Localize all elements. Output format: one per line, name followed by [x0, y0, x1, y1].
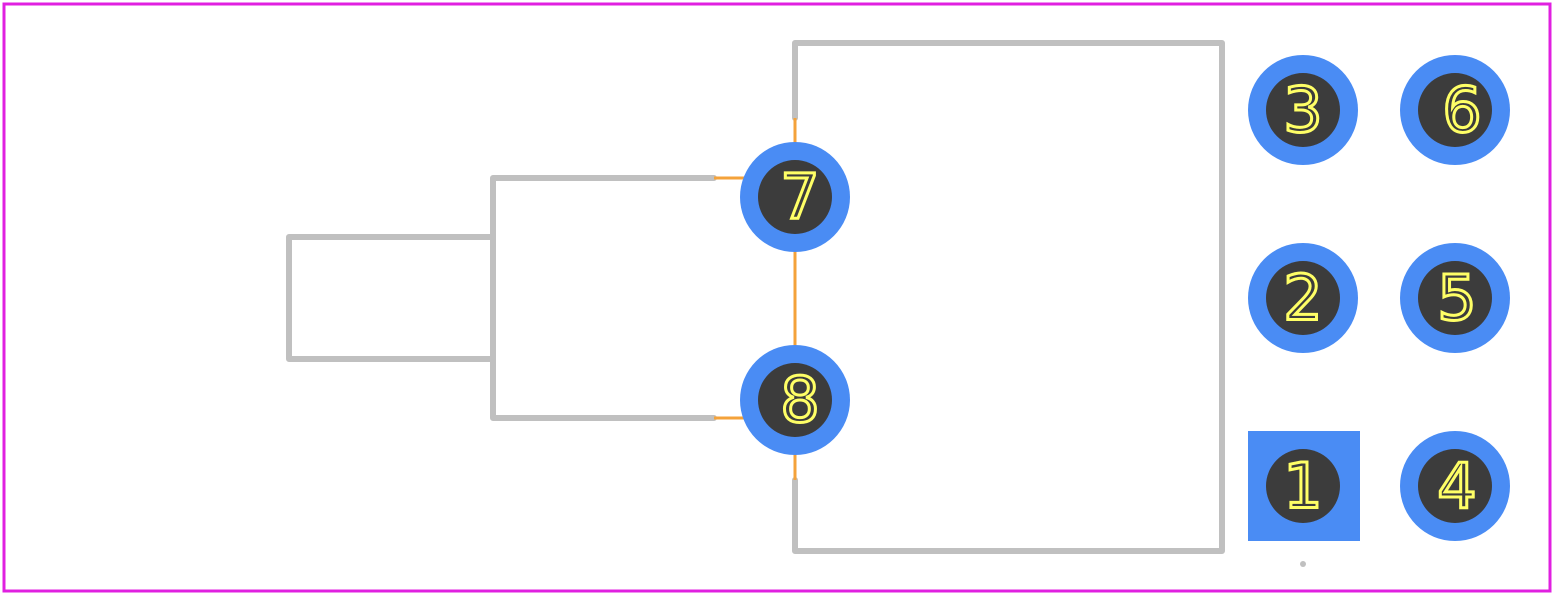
pad-3: 3: [1248, 55, 1358, 165]
pad-6-label: 6: [1442, 74, 1481, 147]
pad-2: 2: [1248, 243, 1358, 353]
pad-4: 4: [1400, 431, 1510, 541]
pad-6: 6: [1400, 55, 1510, 165]
pad-4-label: 4: [1437, 450, 1476, 523]
toggle-stub-outline: [286, 234, 496, 362]
pad-5: 5: [1400, 243, 1510, 353]
pad-1-label: 1: [1283, 450, 1322, 523]
pad-6-hole: [1418, 73, 1492, 147]
pad-3-hole: [1266, 73, 1340, 147]
lever-bracket-outline: [490, 175, 717, 421]
pad-1: 1: [1248, 431, 1360, 541]
component-outline: [286, 40, 1225, 554]
pin-1-marker-dot: [1300, 561, 1306, 567]
pad-5-hole: [1418, 261, 1492, 335]
pad-7-label: 7: [780, 161, 819, 234]
pad-8: 8: [740, 345, 850, 455]
pad-7-hole: [758, 160, 832, 234]
pad-5-label: 5: [1437, 262, 1476, 335]
copper-traces: [714, 118, 797, 480]
pad-7: 7: [740, 142, 850, 252]
pad-3-label: 3: [1283, 74, 1322, 147]
pad-8-label: 8: [780, 364, 819, 437]
pad-8-hole: [758, 363, 832, 437]
pad-2-label: 2: [1283, 262, 1322, 335]
pad-1-hole: [1266, 449, 1340, 523]
pad-2-hole: [1266, 261, 1340, 335]
body-outline-top: [792, 40, 1225, 554]
pad-4-hole: [1418, 449, 1492, 523]
